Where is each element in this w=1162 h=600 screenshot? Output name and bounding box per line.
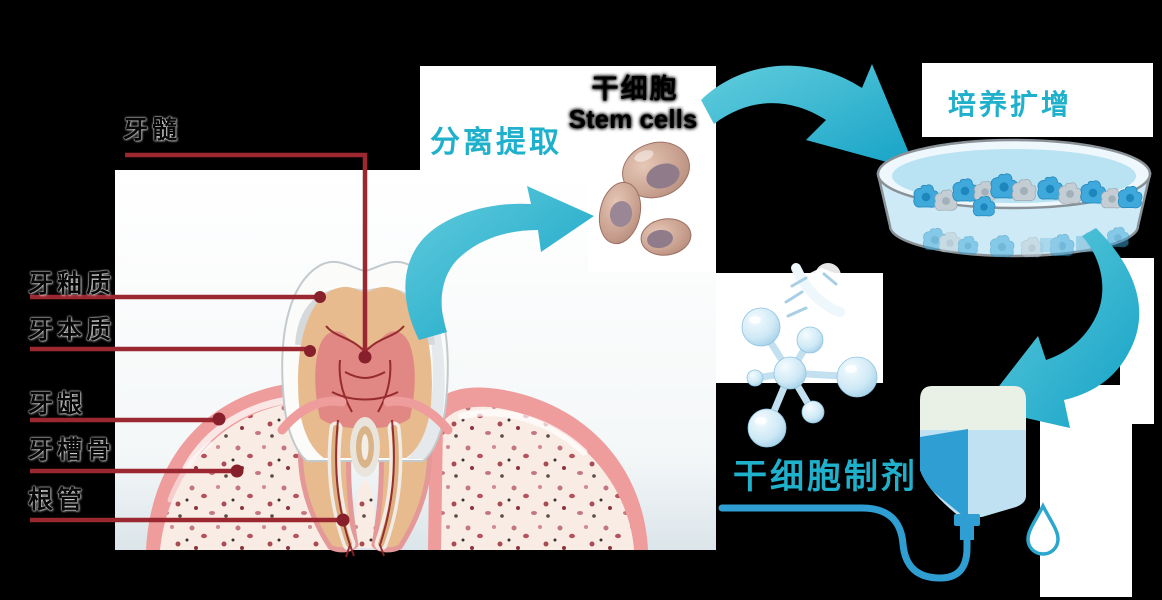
stem-cells-image [598,141,692,256]
label-root-canal: 根管 [28,486,87,514]
arrow-culture [701,64,916,170]
label-dentin: 牙本质 [28,316,116,344]
step-extraction-label: 分离提取 [430,126,562,159]
label-alveolar-bone: 牙槽骨 [28,436,116,464]
bag-port [954,514,980,526]
dna-helix-icon [779,263,845,330]
iv-tube [718,504,971,582]
droplet-icon [1026,502,1060,556]
label-leader-lines [30,152,372,527]
iv-bag [920,386,1026,540]
label-enamel: 牙釉质 [28,270,116,298]
stem-cells-title-cn: 干细胞 [591,74,679,104]
stem-cells-title-en: Stem cells [568,104,698,134]
label-pulp: 牙髓 [123,116,182,144]
step-culture-label: 培养扩增 [948,89,1073,120]
step-preparation-label: 干细胞制剂 [733,458,918,496]
arrow-extraction [405,186,594,340]
molecule-icon [741,263,878,448]
arrow-preparation [982,228,1140,428]
pulp-vessels [325,325,405,558]
label-gingiva: 牙龈 [28,390,87,418]
petri-dish [876,138,1152,258]
